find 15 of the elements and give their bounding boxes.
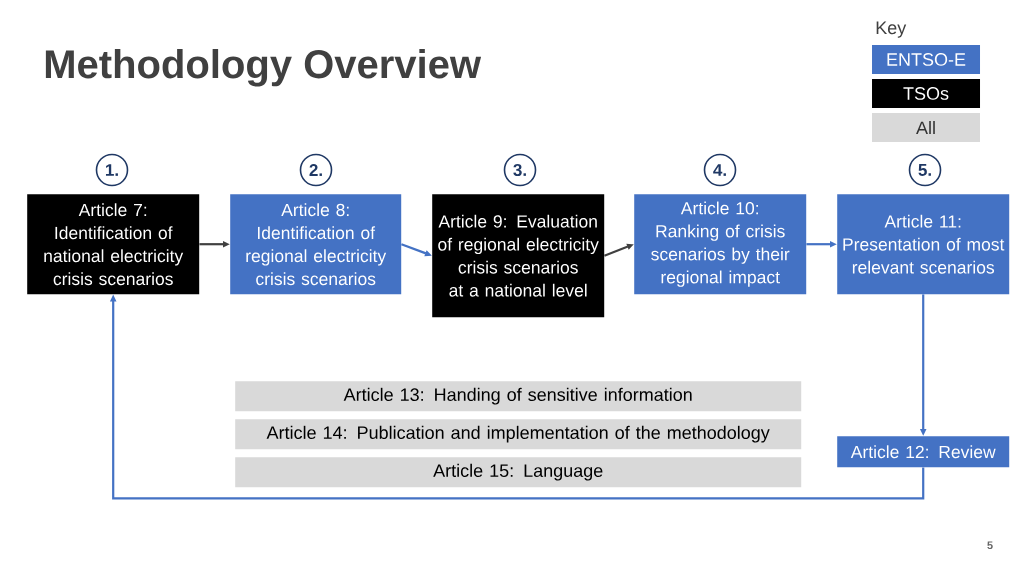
- process-box: Article 11: Presentation of most relevant scenarios: [837, 194, 1010, 295]
- process-box: Article 12: Review: [837, 436, 1010, 468]
- legend-text: TSOs: [903, 87, 949, 100]
- process-box: Article 7: Identification of national electricity crisis scenarios: [27, 194, 200, 295]
- title: Methodology Overview: [45, 49, 482, 87]
- key-heading: Key: [876, 21, 907, 38]
- process-box: Article 8: Identification of regional electricity crisis scenarios: [230, 194, 402, 295]
- process-box: Article 10: Ranking of crisis scenarios by their regional impact: [634, 194, 807, 295]
- process-box: Article 9: Evaluation of regional electricity crisis scenarios at a national level: [432, 194, 605, 318]
- article-bar: Article 13: Handing of sensitive information: [235, 381, 802, 412]
- article-bar: Article 15: Language: [235, 457, 802, 488]
- legend-text: ENTSO-E: [887, 53, 966, 66]
- page-number: 5: [987, 541, 993, 550]
- legend-text: All: [916, 120, 935, 134]
- article-bar: Article 14: Publication and implementation of the methodology: [235, 419, 802, 450]
